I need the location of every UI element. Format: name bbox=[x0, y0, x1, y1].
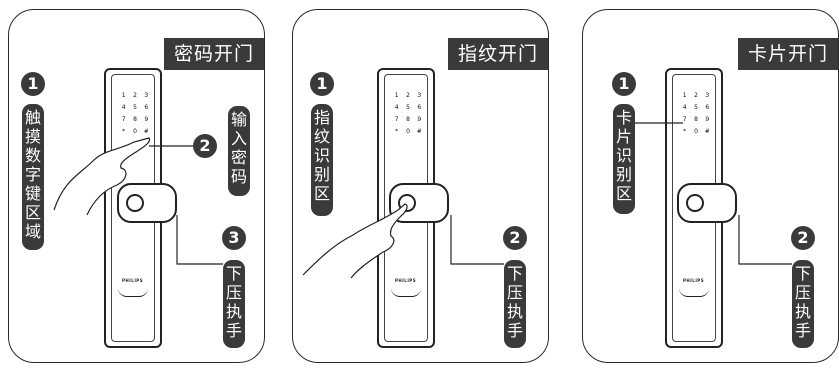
step-badge-1: 1 bbox=[612, 72, 636, 96]
panel-title: 卡片开门 bbox=[737, 38, 838, 70]
key: * bbox=[395, 128, 399, 135]
step-label-fingerprint-area: 指纹识别区 bbox=[311, 104, 333, 216]
key: 8 bbox=[406, 116, 410, 123]
step-label-press-handle: 下压执手 bbox=[504, 260, 526, 348]
leader-lines bbox=[635, 122, 792, 265]
panel-fingerprint: 指纹开门 1 指纹识别区 1 2 3 4 5 6 7 8 9 * 0 # PHI… bbox=[292, 9, 549, 363]
leader-line bbox=[176, 215, 223, 265]
key: 3 bbox=[705, 92, 710, 99]
key: 9 bbox=[144, 116, 149, 123]
key: 0 bbox=[694, 128, 698, 135]
brand-logo: PHILIPS bbox=[122, 278, 144, 283]
hand-outline bbox=[302, 203, 408, 279]
fingerprint-sensor bbox=[126, 194, 144, 212]
key: 7 bbox=[121, 116, 126, 123]
lock-accent-line bbox=[679, 288, 709, 297]
door-lock: 1 2 3 4 5 6 7 8 9 * 0 # PHILIPS bbox=[665, 68, 723, 348]
key: 2 bbox=[694, 92, 698, 99]
brand-logo: PHILIPS bbox=[395, 278, 417, 283]
leader-lines bbox=[302, 203, 504, 279]
panel-card: 卡片开门 1 卡片识别区 1 2 3 4 5 6 7 8 9 * 0 # PHI… bbox=[582, 9, 839, 363]
key: 5 bbox=[694, 104, 698, 111]
key: 0 bbox=[406, 128, 410, 135]
leader-line bbox=[738, 215, 792, 265]
key: 2 bbox=[133, 92, 137, 99]
step-label-enter-password: 输入密码 bbox=[228, 106, 250, 196]
keypad: 1 2 3 4 5 6 7 8 9 * 0 # bbox=[118, 92, 152, 135]
keypad: 1 2 3 4 5 6 7 8 9 * 0 # bbox=[679, 92, 713, 135]
key: 1 bbox=[121, 92, 126, 99]
lock-accent-line bbox=[391, 288, 421, 297]
key: 4 bbox=[394, 104, 399, 111]
leader-line bbox=[450, 215, 504, 265]
keypad: 1 2 3 4 5 6 7 8 9 * 0 # bbox=[391, 92, 425, 135]
panel-password: 密码开门 1 触摸数字键区域 1 2 3 4 5 6 7 8 9 * 0 # P… bbox=[8, 9, 265, 363]
panel-title: 密码开门 bbox=[163, 38, 264, 70]
step-label-press-handle: 下压执手 bbox=[223, 260, 245, 348]
step-label-card-area: 卡片识别区 bbox=[613, 104, 635, 214]
door-handle bbox=[389, 183, 449, 223]
key: 8 bbox=[694, 116, 698, 123]
step-badge-2: 2 bbox=[193, 134, 217, 158]
door-handle bbox=[117, 183, 177, 223]
key: 2 bbox=[406, 92, 410, 99]
key: # bbox=[416, 128, 422, 135]
key: * bbox=[122, 128, 126, 135]
brand-logo: PHILIPS bbox=[683, 278, 705, 283]
key: 3 bbox=[144, 92, 149, 99]
key: * bbox=[683, 128, 687, 135]
key: 8 bbox=[133, 116, 137, 123]
key: 6 bbox=[144, 104, 149, 111]
key: 4 bbox=[682, 104, 687, 111]
key: 1 bbox=[394, 92, 399, 99]
fingerprint-sensor bbox=[686, 194, 704, 212]
panel-title: 指纹开门 bbox=[447, 38, 548, 70]
step-badge-3: 3 bbox=[222, 226, 246, 250]
step-badge-1: 1 bbox=[21, 72, 45, 96]
key: 6 bbox=[417, 104, 422, 111]
door-handle bbox=[677, 183, 737, 223]
key: 1 bbox=[682, 92, 687, 99]
key: 7 bbox=[394, 116, 399, 123]
key: # bbox=[143, 128, 149, 135]
key: 3 bbox=[417, 92, 422, 99]
key: 4 bbox=[121, 104, 126, 111]
leader-lines bbox=[53, 137, 223, 265]
key: # bbox=[704, 128, 710, 135]
key: 7 bbox=[682, 116, 687, 123]
step-badge-1: 1 bbox=[310, 72, 334, 96]
step-badge-2: 2 bbox=[503, 226, 527, 250]
step-label-press-handle: 下压执手 bbox=[792, 260, 814, 348]
key: 9 bbox=[705, 116, 710, 123]
key: 5 bbox=[133, 104, 137, 111]
key: 0 bbox=[133, 128, 137, 135]
key: 6 bbox=[705, 104, 710, 111]
step-badge-2: 2 bbox=[791, 226, 815, 250]
key: 9 bbox=[417, 116, 422, 123]
key: 5 bbox=[406, 104, 410, 111]
hand-outline bbox=[53, 137, 151, 216]
step-label-touch-keypad: 触摸数字键区域 bbox=[22, 104, 44, 250]
lock-accent-line bbox=[118, 288, 148, 297]
